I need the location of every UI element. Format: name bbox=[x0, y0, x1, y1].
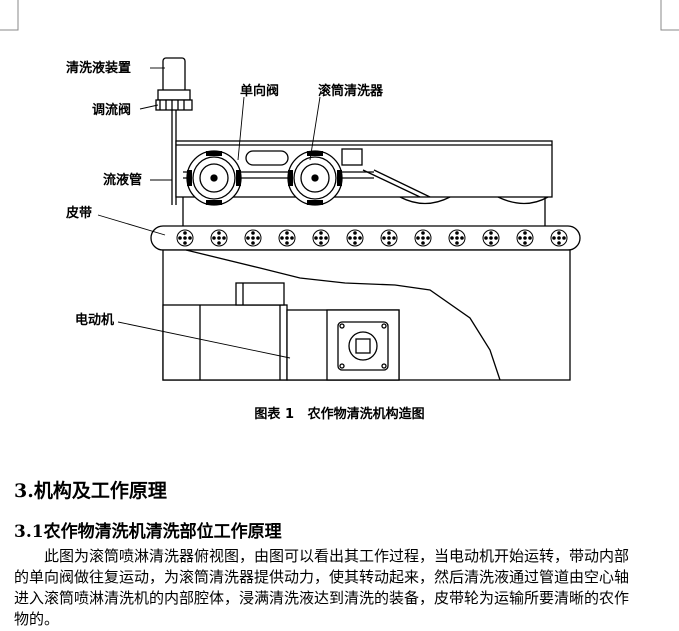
pulley-hole bbox=[489, 231, 493, 235]
pulley-hole bbox=[348, 236, 352, 240]
pulley-hole bbox=[557, 236, 561, 240]
pulley-hole bbox=[387, 231, 391, 235]
pulley-hole bbox=[178, 236, 182, 240]
figure-caption: 图表 1 农作物清洗机构造图 bbox=[254, 407, 425, 422]
paragraph-line: 进入滚筒喷淋清洗机的内部腔体，浸满清洗液达到清洗的装备，皮带轮为运输所要清晰的农… bbox=[14, 589, 630, 607]
pulley-hole bbox=[392, 236, 396, 240]
pulley-hole bbox=[285, 231, 289, 235]
pulley-hole bbox=[484, 236, 488, 240]
pulley-hole bbox=[188, 236, 192, 240]
pulley-hole bbox=[290, 236, 294, 240]
pulley-hole bbox=[460, 236, 464, 240]
pulley-hole bbox=[557, 231, 561, 235]
pulley-hole bbox=[256, 236, 260, 240]
pulley-hole bbox=[183, 236, 187, 240]
pulley-hole bbox=[319, 231, 323, 235]
flow-valve-body bbox=[155, 99, 193, 111]
pulley-hole bbox=[455, 241, 459, 245]
subsection-heading: 3.1农作物清洗机清洗部位工作原理 bbox=[14, 522, 282, 542]
pulley-hole bbox=[523, 236, 527, 240]
pulley-hole bbox=[489, 241, 493, 245]
pulley-hole bbox=[523, 231, 527, 235]
label-washer-device: 清洗液装置 bbox=[66, 60, 131, 76]
pulley-hole bbox=[353, 236, 357, 240]
section-heading: 3.机构及工作原理 bbox=[14, 480, 167, 502]
pulley-hole bbox=[421, 241, 425, 245]
page-corner-mark-left bbox=[0, 0, 19, 31]
pulley-hole bbox=[387, 241, 391, 245]
pulley-hole bbox=[183, 231, 187, 235]
pulley-hole bbox=[280, 236, 284, 240]
pulley-hole bbox=[319, 241, 323, 245]
pulley-hole bbox=[217, 231, 221, 235]
pulley-hole bbox=[285, 236, 289, 240]
pulley-hole bbox=[285, 241, 289, 245]
pulley-hole bbox=[358, 236, 362, 240]
pulley-hole bbox=[450, 236, 454, 240]
paragraph-line: 的单向阀做往复运动，为滚筒清洗器提供动力，使其转动起来，然后清洗液通过管道由空心… bbox=[14, 568, 630, 586]
pulley-hole bbox=[353, 241, 357, 245]
label-roller-washer: 滚筒清洗器 bbox=[318, 83, 384, 99]
pulley-hole bbox=[251, 236, 255, 240]
washer-tank bbox=[162, 57, 186, 93]
machine-diagram: 清洗液装置 调流阀 单向阀 滚筒清洗器 流液管 皮带 电动机 bbox=[65, 57, 581, 381]
pulley-hole bbox=[246, 236, 250, 240]
pulley-hole bbox=[416, 236, 420, 240]
pulley-hole bbox=[557, 241, 561, 245]
pulley-hole bbox=[353, 231, 357, 235]
pulley-hole bbox=[324, 236, 328, 240]
pulley-hole bbox=[518, 236, 522, 240]
pulley-hole bbox=[421, 236, 425, 240]
pulley-hole bbox=[455, 236, 459, 240]
pulley-hole bbox=[455, 231, 459, 235]
label-check-valve: 单向阀 bbox=[240, 83, 279, 99]
motor-body bbox=[162, 304, 288, 381]
pulley-hole bbox=[528, 236, 532, 240]
pulley-hole bbox=[222, 236, 226, 240]
body-paragraph: 此图为滚筒喷淋清洗器俯视图，由图可以看出其工作过程，当电动机开始运转，带动内部 … bbox=[14, 546, 678, 630]
pulley-hole bbox=[426, 236, 430, 240]
label-belt: 皮带 bbox=[65, 205, 92, 221]
pulley-hole bbox=[552, 236, 556, 240]
pulley-hole bbox=[523, 241, 527, 245]
pulley-hole bbox=[314, 236, 318, 240]
paragraph-line: 物的。 bbox=[14, 610, 60, 628]
paragraph-line: 此图为滚筒喷淋清洗器俯视图，由图可以看出其工作过程，当电动机开始运转，带动内部 bbox=[44, 547, 630, 565]
label-motor: 电动机 bbox=[75, 312, 114, 328]
pulley-hole bbox=[562, 236, 566, 240]
pulley-hole bbox=[183, 241, 187, 245]
pulley-hole bbox=[251, 241, 255, 245]
pulley-hole bbox=[319, 236, 323, 240]
pulley-hole bbox=[212, 236, 216, 240]
pulley-hole bbox=[421, 231, 425, 235]
pulley-hole bbox=[217, 236, 221, 240]
pulley-hole bbox=[489, 236, 493, 240]
page-corner-mark-right bbox=[660, 0, 679, 31]
pulley-hole bbox=[382, 236, 386, 240]
label-liquid-pipe: 流液管 bbox=[103, 172, 142, 188]
pulley-hole bbox=[217, 241, 221, 245]
pulley-hole bbox=[387, 236, 391, 240]
pulley-hole bbox=[494, 236, 498, 240]
pulley-hole bbox=[251, 231, 255, 235]
check-valve-slot bbox=[245, 150, 289, 166]
label-flow-valve: 调流阀 bbox=[92, 102, 131, 118]
